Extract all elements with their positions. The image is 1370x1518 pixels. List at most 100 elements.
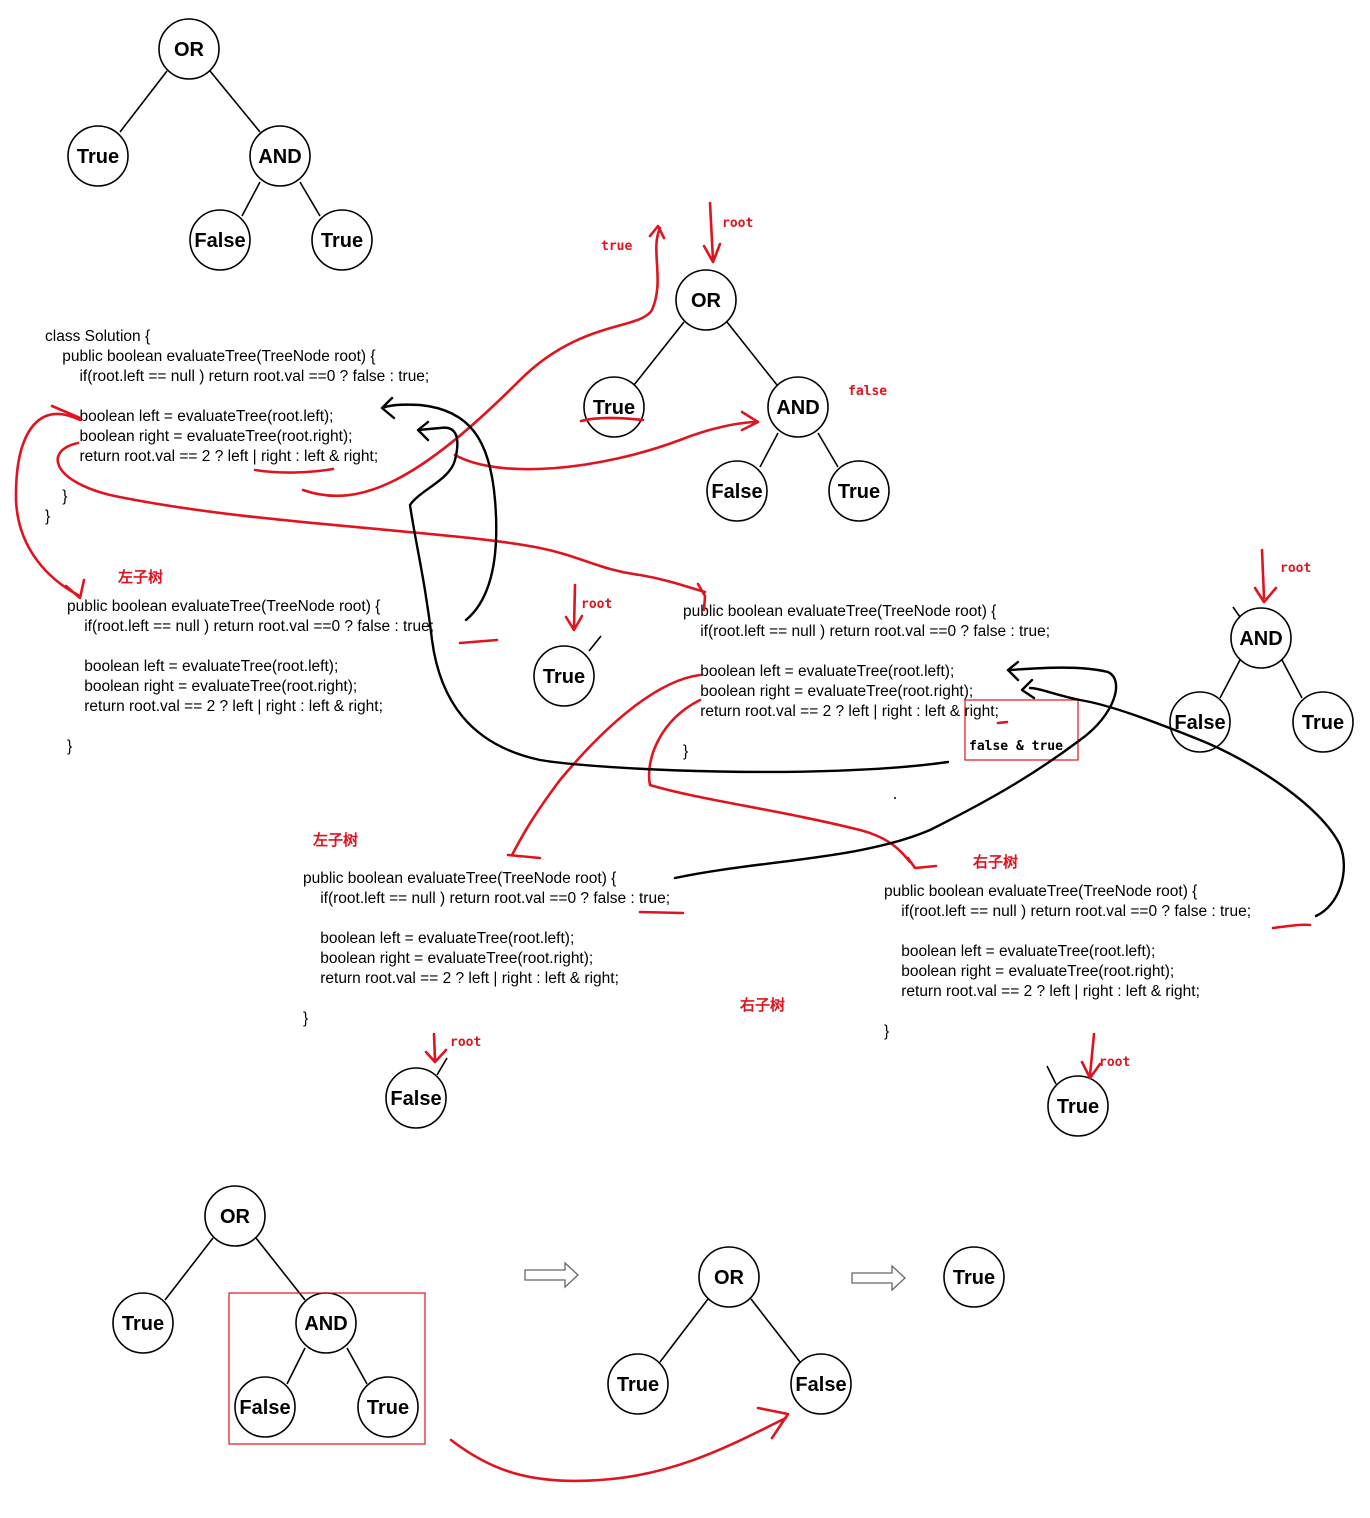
code-left-line: } xyxy=(67,738,72,755)
svg-text:True: True xyxy=(1057,1096,1099,1118)
svg-text:AND: AND xyxy=(1239,628,1282,650)
left-subtree-label-2: 左子树 xyxy=(312,831,358,849)
code-and-right-line: boolean left = evaluateTree(root.left); xyxy=(884,943,1155,960)
return-false-to-and-left xyxy=(673,660,1118,880)
tree-2-false-node: False xyxy=(706,460,768,522)
underline-left-or-right xyxy=(253,467,335,474)
single-true-right: True xyxy=(1046,1065,1109,1137)
code-right-subtree: public boolean evaluateTree(TreeNode roo… xyxy=(683,603,1050,760)
red-annotation-strokes xyxy=(14,201,1312,1483)
code-right-line: if(root.left == null ) return root.val =… xyxy=(683,623,1050,640)
code-right-line: public boolean evaluateTree(TreeNode roo… xyxy=(683,603,996,620)
tree-2-left-node: True xyxy=(583,376,645,438)
tree-3-root-node: AND xyxy=(1230,607,1292,669)
svg-text:False: False xyxy=(390,1088,441,1110)
underline-and-right-true xyxy=(1271,923,1312,930)
code-and-right-line: if(root.left == null ) return root.val =… xyxy=(884,903,1251,920)
code-and-right-line: return root.val == 2 ? left | right : le… xyxy=(884,983,1200,1000)
svg-text:True: True xyxy=(367,1397,409,1419)
svg-text:True: True xyxy=(617,1374,659,1396)
code-left-line: public boolean evaluateTree(TreeNode roo… xyxy=(67,598,380,615)
code-and-left-line: } xyxy=(303,1010,308,1027)
svg-text:OR: OR xyxy=(691,290,722,312)
right-subtree-label-2: 右子树 xyxy=(740,996,785,1014)
tree-2: OR True AND False True xyxy=(583,269,890,522)
code-left-subtree: public boolean evaluateTree(TreeNode roo… xyxy=(67,598,434,755)
code-main-line: if(root.left == null ) return root.val =… xyxy=(45,368,429,385)
hollow-arrow-1 xyxy=(524,1261,579,1289)
and-left-curve xyxy=(506,673,702,860)
tree-2-root-node: OR xyxy=(675,269,737,331)
false-and-true-box: false & true xyxy=(964,699,1079,761)
tree-4-left-node: True xyxy=(112,1292,174,1354)
true-return-curve xyxy=(301,224,666,498)
code-and-left-line: public boolean evaluateTree(TreeNode roo… xyxy=(303,870,616,887)
code-left-line: boolean left = evaluateTree(root.left); xyxy=(67,658,338,675)
root-arrow-single-false xyxy=(424,1032,448,1064)
code-left-line: return root.val == 2 ? left | right : le… xyxy=(67,698,383,715)
tree-5-right-node: False xyxy=(790,1353,852,1415)
tree-1: OR True AND False True xyxy=(67,18,373,271)
code-main-line: public boolean evaluateTree(TreeNode roo… xyxy=(45,348,376,365)
svg-text:OR: OR xyxy=(174,39,205,61)
tree-1-left-node: True xyxy=(67,125,129,187)
code-main-line: } xyxy=(45,508,50,525)
code-and-left-line: boolean left = evaluateTree(root.left); xyxy=(303,930,574,947)
code-main-line: } xyxy=(45,488,67,505)
root-arrow-single-true xyxy=(564,583,584,632)
single-true-mid: True xyxy=(533,635,602,707)
left-subtree-tick xyxy=(50,404,82,420)
svg-text:False: False xyxy=(239,1397,290,1419)
dash-in-box xyxy=(996,720,1009,725)
tree-1-false-node: False xyxy=(189,209,251,271)
tree-4-true-node: True xyxy=(357,1376,419,1438)
final-true-node: True xyxy=(943,1246,1005,1308)
return-true-to-and-right xyxy=(1020,678,1345,918)
code-main-line: boolean right = evaluateTree(root.right)… xyxy=(45,428,352,445)
code-right-line: boolean left = evaluateTree(root.left); xyxy=(683,663,954,680)
code-left-line: if(root.left == null ) return root.val =… xyxy=(67,618,434,635)
tree-5: OR True False xyxy=(607,1246,852,1415)
code-main-line: class Solution { xyxy=(45,328,150,345)
true-result-label: true xyxy=(601,239,632,254)
svg-text:AND: AND xyxy=(776,397,819,419)
code-main-line: return root.val == 2 ? left | right : le… xyxy=(45,448,378,465)
stray-dot xyxy=(894,797,896,799)
svg-text:OR: OR xyxy=(220,1206,251,1228)
code-right-line: boolean right = evaluateTree(root.right)… xyxy=(683,683,973,700)
underline-and-left-false xyxy=(638,910,685,915)
return-to-right xyxy=(408,420,950,774)
tree-4-false-node: False xyxy=(234,1376,296,1438)
and-subtree-highlight-box xyxy=(228,1292,426,1445)
code-main-line: boolean left = evaluateTree(root.left); xyxy=(45,408,333,425)
tree-3-right-node: True xyxy=(1292,691,1354,753)
tree-3: AND False True xyxy=(1169,606,1354,753)
single-false: False xyxy=(385,1057,448,1129)
svg-text:False: False xyxy=(194,230,245,252)
false-and-true-text: false & true xyxy=(969,739,1063,754)
code-right-line: return root.val == 2 ? left | right : le… xyxy=(683,703,999,720)
black-annotation-strokes xyxy=(380,396,1345,918)
code-and-right-line: boolean right = evaluateTree(root.right)… xyxy=(884,963,1174,980)
root-label-single-false: root xyxy=(450,1035,481,1050)
svg-text:AND: AND xyxy=(304,1313,347,1335)
tree-4-and-node: AND xyxy=(295,1292,357,1354)
tree-2-and-node: AND xyxy=(767,376,829,438)
svg-text:True: True xyxy=(838,481,880,503)
svg-text:True: True xyxy=(953,1267,995,1289)
tree-5-root-node: OR xyxy=(698,1246,760,1308)
tree-1-true-node: True xyxy=(311,209,373,271)
code-and-right: public boolean evaluateTree(TreeNode roo… xyxy=(884,883,1251,1040)
root-label-single-true-right: root xyxy=(1099,1055,1130,1070)
svg-text:True: True xyxy=(122,1313,164,1335)
root-label-tree-2: root xyxy=(722,216,753,231)
tree-5-left-node: True xyxy=(607,1353,669,1415)
right-subtree-label-1: 右子树 xyxy=(973,853,1018,871)
svg-text:True: True xyxy=(593,397,635,419)
svg-text:True: True xyxy=(321,230,363,252)
code-and-right-line: } xyxy=(884,1023,889,1040)
tree-4: OR True AND False True xyxy=(112,1185,426,1445)
tree-1-root-node: OR xyxy=(158,18,220,80)
